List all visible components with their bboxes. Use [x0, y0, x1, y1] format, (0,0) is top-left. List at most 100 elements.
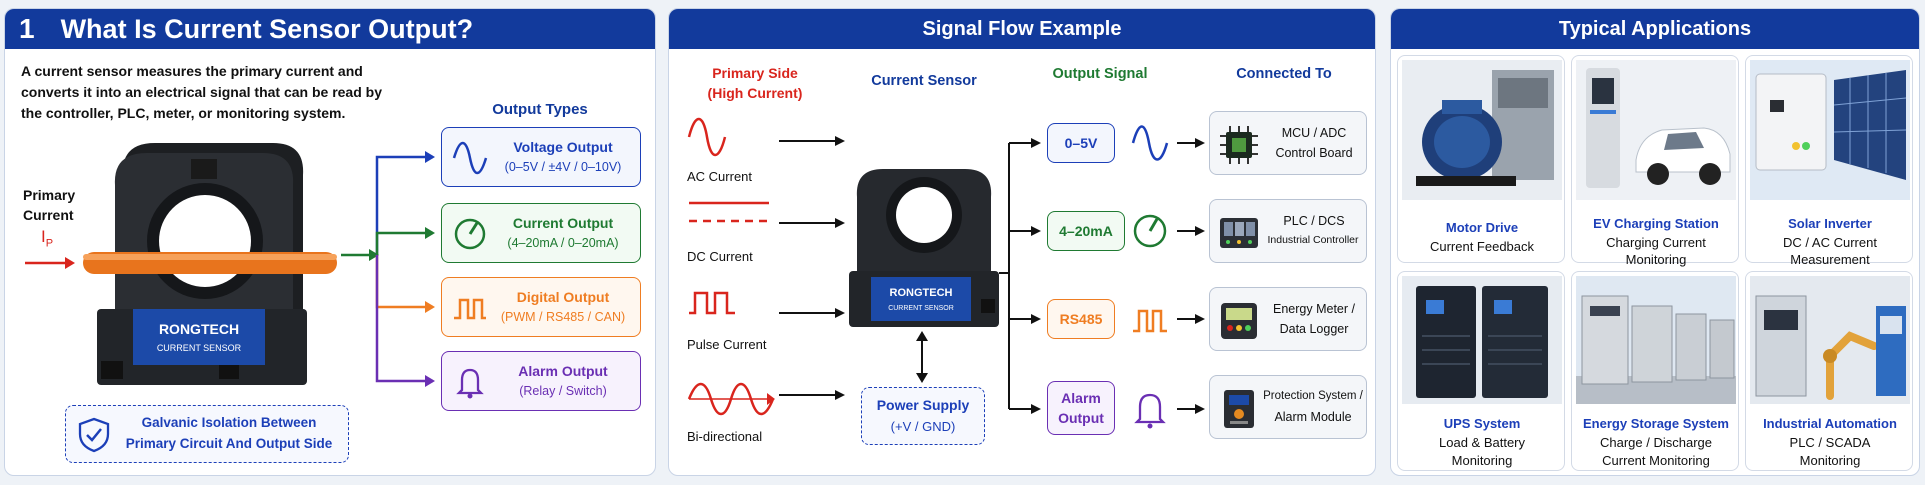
output-name: Digital Output [516, 289, 610, 305]
pulse-wave-icon [689, 291, 735, 315]
sine-wave-icon [1131, 125, 1169, 161]
shield-check-icon [78, 417, 110, 453]
power-link-arrow [916, 331, 928, 383]
ac-wave-icon [687, 117, 727, 157]
app-card-energy-storage[interactable]: Energy Storage System Charge / Discharge… [1571, 271, 1739, 471]
description: A current sensor measures the primary cu… [21, 61, 382, 124]
description-line: converts it into an electrical signal th… [21, 84, 382, 100]
app-detail: PLC / SCADA [1789, 435, 1871, 450]
app-card-solar-inverter[interactable]: Solar Inverter DC / AC Current Measureme… [1745, 55, 1913, 267]
app-detail: Load & Battery [1439, 435, 1525, 450]
description-line: the controller, PLC, meter, or monitorin… [21, 105, 346, 121]
signal-label: 4–20mA [1059, 223, 1113, 239]
isolation-note: Galvanic Isolation Between Primary Circu… [65, 405, 349, 463]
primary-label-line: Current [23, 207, 74, 223]
primary-current-label: Primary Current [23, 185, 75, 225]
app-card-motor[interactable]: Motor Drive Current Feedback [1397, 55, 1565, 263]
signal-box-current: 4–20mA [1047, 211, 1125, 251]
dc-line-icon [689, 201, 769, 223]
output-types-title: Output Types [492, 101, 588, 118]
output-detail: (Relay / Switch) [519, 384, 607, 398]
isolation-line: Primary Circuit And Output Side [125, 436, 333, 451]
device-line: PLC / DCS [1283, 214, 1345, 228]
primary-conductor [83, 252, 337, 274]
signal-flow-graphic [687, 117, 1205, 429]
output-name: Alarm Output [518, 363, 608, 379]
output-card-alarm[interactable]: Alarm Output (Relay / Switch) [441, 351, 641, 411]
gauge-icon [1133, 214, 1167, 248]
input-label: Pulse Current [687, 337, 767, 352]
output-detail: (0–5V / ±4V / 0–10V) [504, 160, 622, 174]
sensor-brand-label: RONGTECH [889, 287, 953, 299]
bell-icon [456, 368, 484, 399]
power-line: (+V / GND) [890, 419, 956, 434]
panel-title: Typical Applications [1558, 17, 1752, 40]
signal-label: Output [1058, 410, 1104, 426]
ev-charger-image [1576, 60, 1736, 200]
output-card-digital[interactable]: Digital Output (PWM / RS485 / CAN) [441, 277, 641, 337]
app-detail: Current Feedback [1429, 239, 1535, 254]
pulse-icon [454, 298, 486, 320]
protection-module-icon [1224, 390, 1254, 428]
sine-wave-icon [452, 141, 488, 175]
panel-title: Signal Flow Example [922, 17, 1122, 40]
ups-image [1402, 276, 1562, 404]
signal-label: RS485 [1059, 311, 1103, 327]
description-line: A current sensor measures the primary cu… [21, 63, 363, 79]
app-card-ups[interactable]: UPS System Load & Battery Monitoring [1397, 271, 1565, 471]
device-arrows [1177, 138, 1205, 414]
app-detail: Current Monitoring [1602, 453, 1710, 468]
panel-sensor-output: 1 What Is Current Sensor Output? A curre… [4, 8, 656, 476]
signal-box-alarm: Alarm Output [1047, 381, 1115, 435]
app-title: EV Charging Station [1593, 216, 1719, 231]
app-title: Motor Drive [1445, 220, 1519, 235]
panel-title: What Is Current Sensor Output? [60, 13, 474, 44]
app-detail: Charge / Discharge [1600, 435, 1712, 450]
sensor-brand-label: RONGTECH [158, 321, 240, 337]
app-title: Solar Inverter [1788, 216, 1872, 231]
app-card-industrial-automation[interactable]: Industrial Automation PLC / SCADA Monito… [1745, 271, 1913, 471]
device-box-plc: PLC / DCS Industrial Controller [1209, 199, 1367, 263]
device-line: MCU / ADC [1281, 126, 1347, 140]
panel-header: 1 What Is Current Sensor Output? [5, 9, 655, 49]
sensor-model-label: CURRENT SENSOR [156, 343, 242, 353]
device-line: Energy Meter / [1273, 302, 1355, 316]
current-sensor-graphic [849, 169, 999, 327]
automation-image [1750, 276, 1910, 404]
output-branch-lines [341, 151, 435, 387]
app-title: Energy Storage System [1583, 416, 1729, 431]
input-arrows [779, 136, 845, 400]
sensor-model-label: CURRENT SENSOR [888, 305, 954, 312]
ip-symbol: IP [41, 227, 53, 249]
power-supply-box: Power Supply (+V / GND) [861, 387, 985, 445]
panel-signal-flow: Signal Flow Example Primary Side (High C… [668, 8, 1376, 476]
plc-icon [1220, 218, 1258, 248]
app-card-ev-charging[interactable]: EV Charging Station Charging Current Mon… [1571, 55, 1739, 267]
motor-image [1402, 60, 1562, 200]
input-label: AC Current [687, 169, 753, 184]
col-primary-line: Primary Side [712, 65, 798, 81]
meter-icon [1221, 303, 1257, 339]
device-box-mcu: MCU / ADC Control Board [1209, 111, 1367, 175]
output-card-current[interactable]: Current Output (4–20mA / 0–20mA) [441, 203, 641, 263]
bell-icon [1134, 393, 1166, 429]
app-detail: Monitoring [1799, 453, 1861, 468]
output-card-voltage[interactable]: Voltage Output (0–5V / ±4V / 0–10V) [441, 127, 641, 187]
signal-box-voltage: 0–5V [1047, 123, 1115, 163]
output-branch-lines [999, 138, 1041, 414]
signal-label: Alarm [1061, 390, 1101, 406]
ess-image [1576, 276, 1736, 404]
ip-subscript: P [45, 237, 54, 250]
app-detail: Charging Current [1606, 235, 1706, 250]
primary-label-line: Primary [23, 187, 76, 203]
device-box-meter: Energy Meter / Data Logger [1209, 287, 1367, 351]
ip-letter: I [41, 227, 46, 246]
signal-label: 0–5V [1064, 135, 1098, 151]
chip-icon [1220, 126, 1258, 164]
output-detail: (PWM / RS485 / CAN) [500, 310, 626, 324]
section-number: 1 [19, 13, 35, 44]
device-line: Alarm Module [1274, 410, 1352, 424]
app-title: Industrial Automation [1763, 416, 1897, 431]
signal-box-digital: RS485 [1047, 299, 1115, 339]
input-label: Bi-directional [687, 429, 763, 444]
